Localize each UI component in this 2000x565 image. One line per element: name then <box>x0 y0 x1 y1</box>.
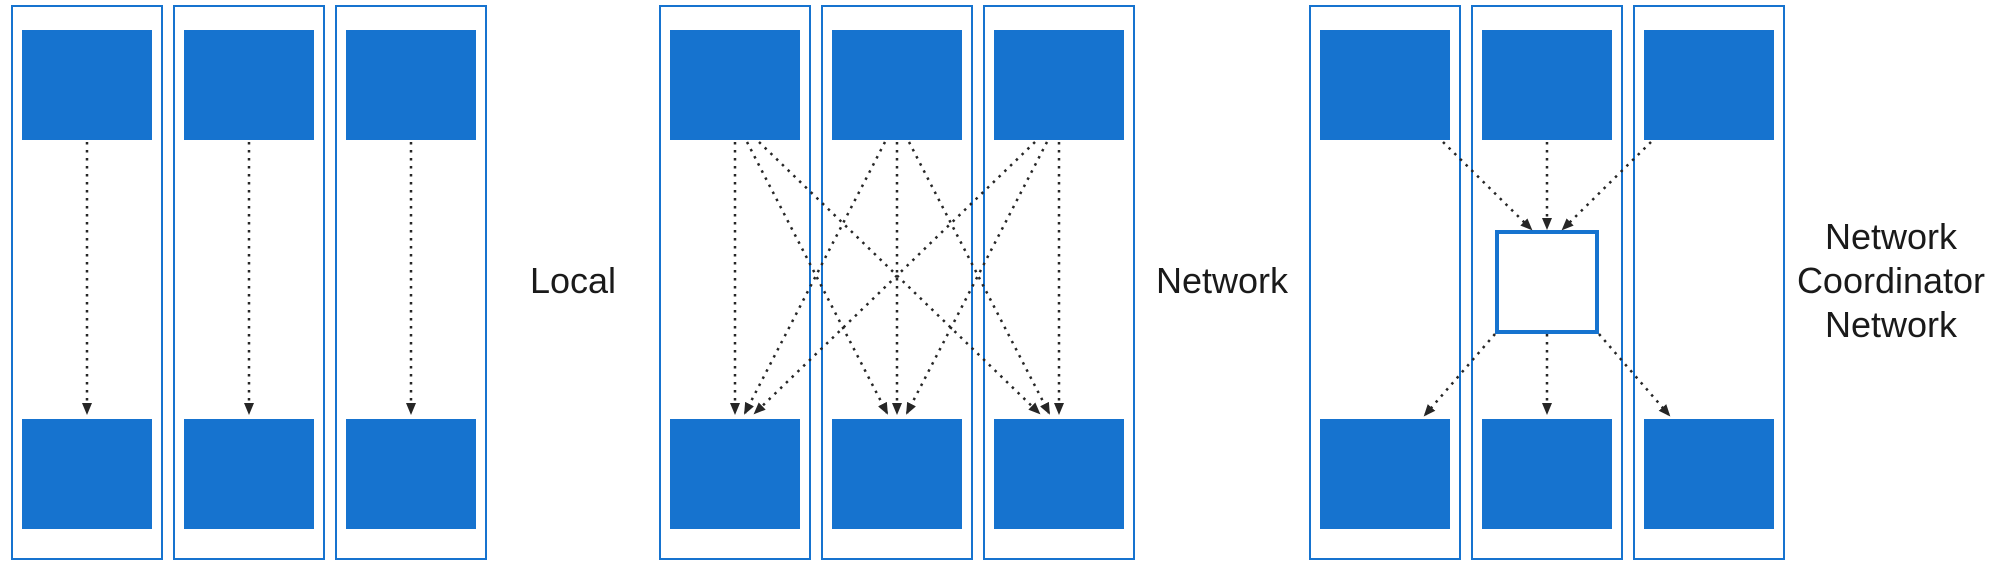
message-arrow <box>753 141 1036 415</box>
sender-node <box>1482 30 1612 140</box>
device-container <box>1309 5 1461 560</box>
receiver-node <box>1644 419 1774 529</box>
label-network-coordinator-network: Network Coordinator Network <box>1796 216 1986 345</box>
sender-node <box>184 30 314 140</box>
message-arrow <box>1442 141 1533 231</box>
device-container <box>983 5 1135 560</box>
device-container <box>1633 5 1785 560</box>
device-container <box>821 5 973 560</box>
message-arrow <box>743 141 887 415</box>
arrows-layer <box>82 141 1671 417</box>
receiver-node <box>1482 419 1612 529</box>
label-local: Local <box>529 260 617 301</box>
message-arrow <box>758 141 1041 415</box>
sender-node <box>22 30 152 140</box>
device-container <box>11 5 163 560</box>
device-container <box>173 5 325 560</box>
label-network: Network <box>1155 260 1289 301</box>
sender-node <box>670 30 800 140</box>
receiver-node <box>670 419 800 529</box>
receiver-node <box>346 419 476 529</box>
receiver-node <box>22 419 152 529</box>
device-container <box>1471 5 1623 560</box>
receiver-node <box>832 419 962 529</box>
coordinator-node <box>1495 230 1599 334</box>
sender-node <box>1644 30 1774 140</box>
sender-node <box>832 30 962 140</box>
message-arrow <box>1598 333 1671 417</box>
receiver-node <box>184 419 314 529</box>
sender-node <box>346 30 476 140</box>
receiver-node <box>1320 419 1450 529</box>
message-arrow <box>745 141 889 415</box>
sender-node <box>1320 30 1450 140</box>
device-container <box>335 5 487 560</box>
device-container <box>659 5 811 560</box>
message-arrow <box>1423 333 1496 417</box>
message-arrow <box>907 141 1051 415</box>
message-arrow <box>1561 141 1652 231</box>
message-arrow <box>905 141 1049 415</box>
sender-node <box>994 30 1124 140</box>
receiver-node <box>994 419 1124 529</box>
shapes-layer <box>11 5 1785 560</box>
